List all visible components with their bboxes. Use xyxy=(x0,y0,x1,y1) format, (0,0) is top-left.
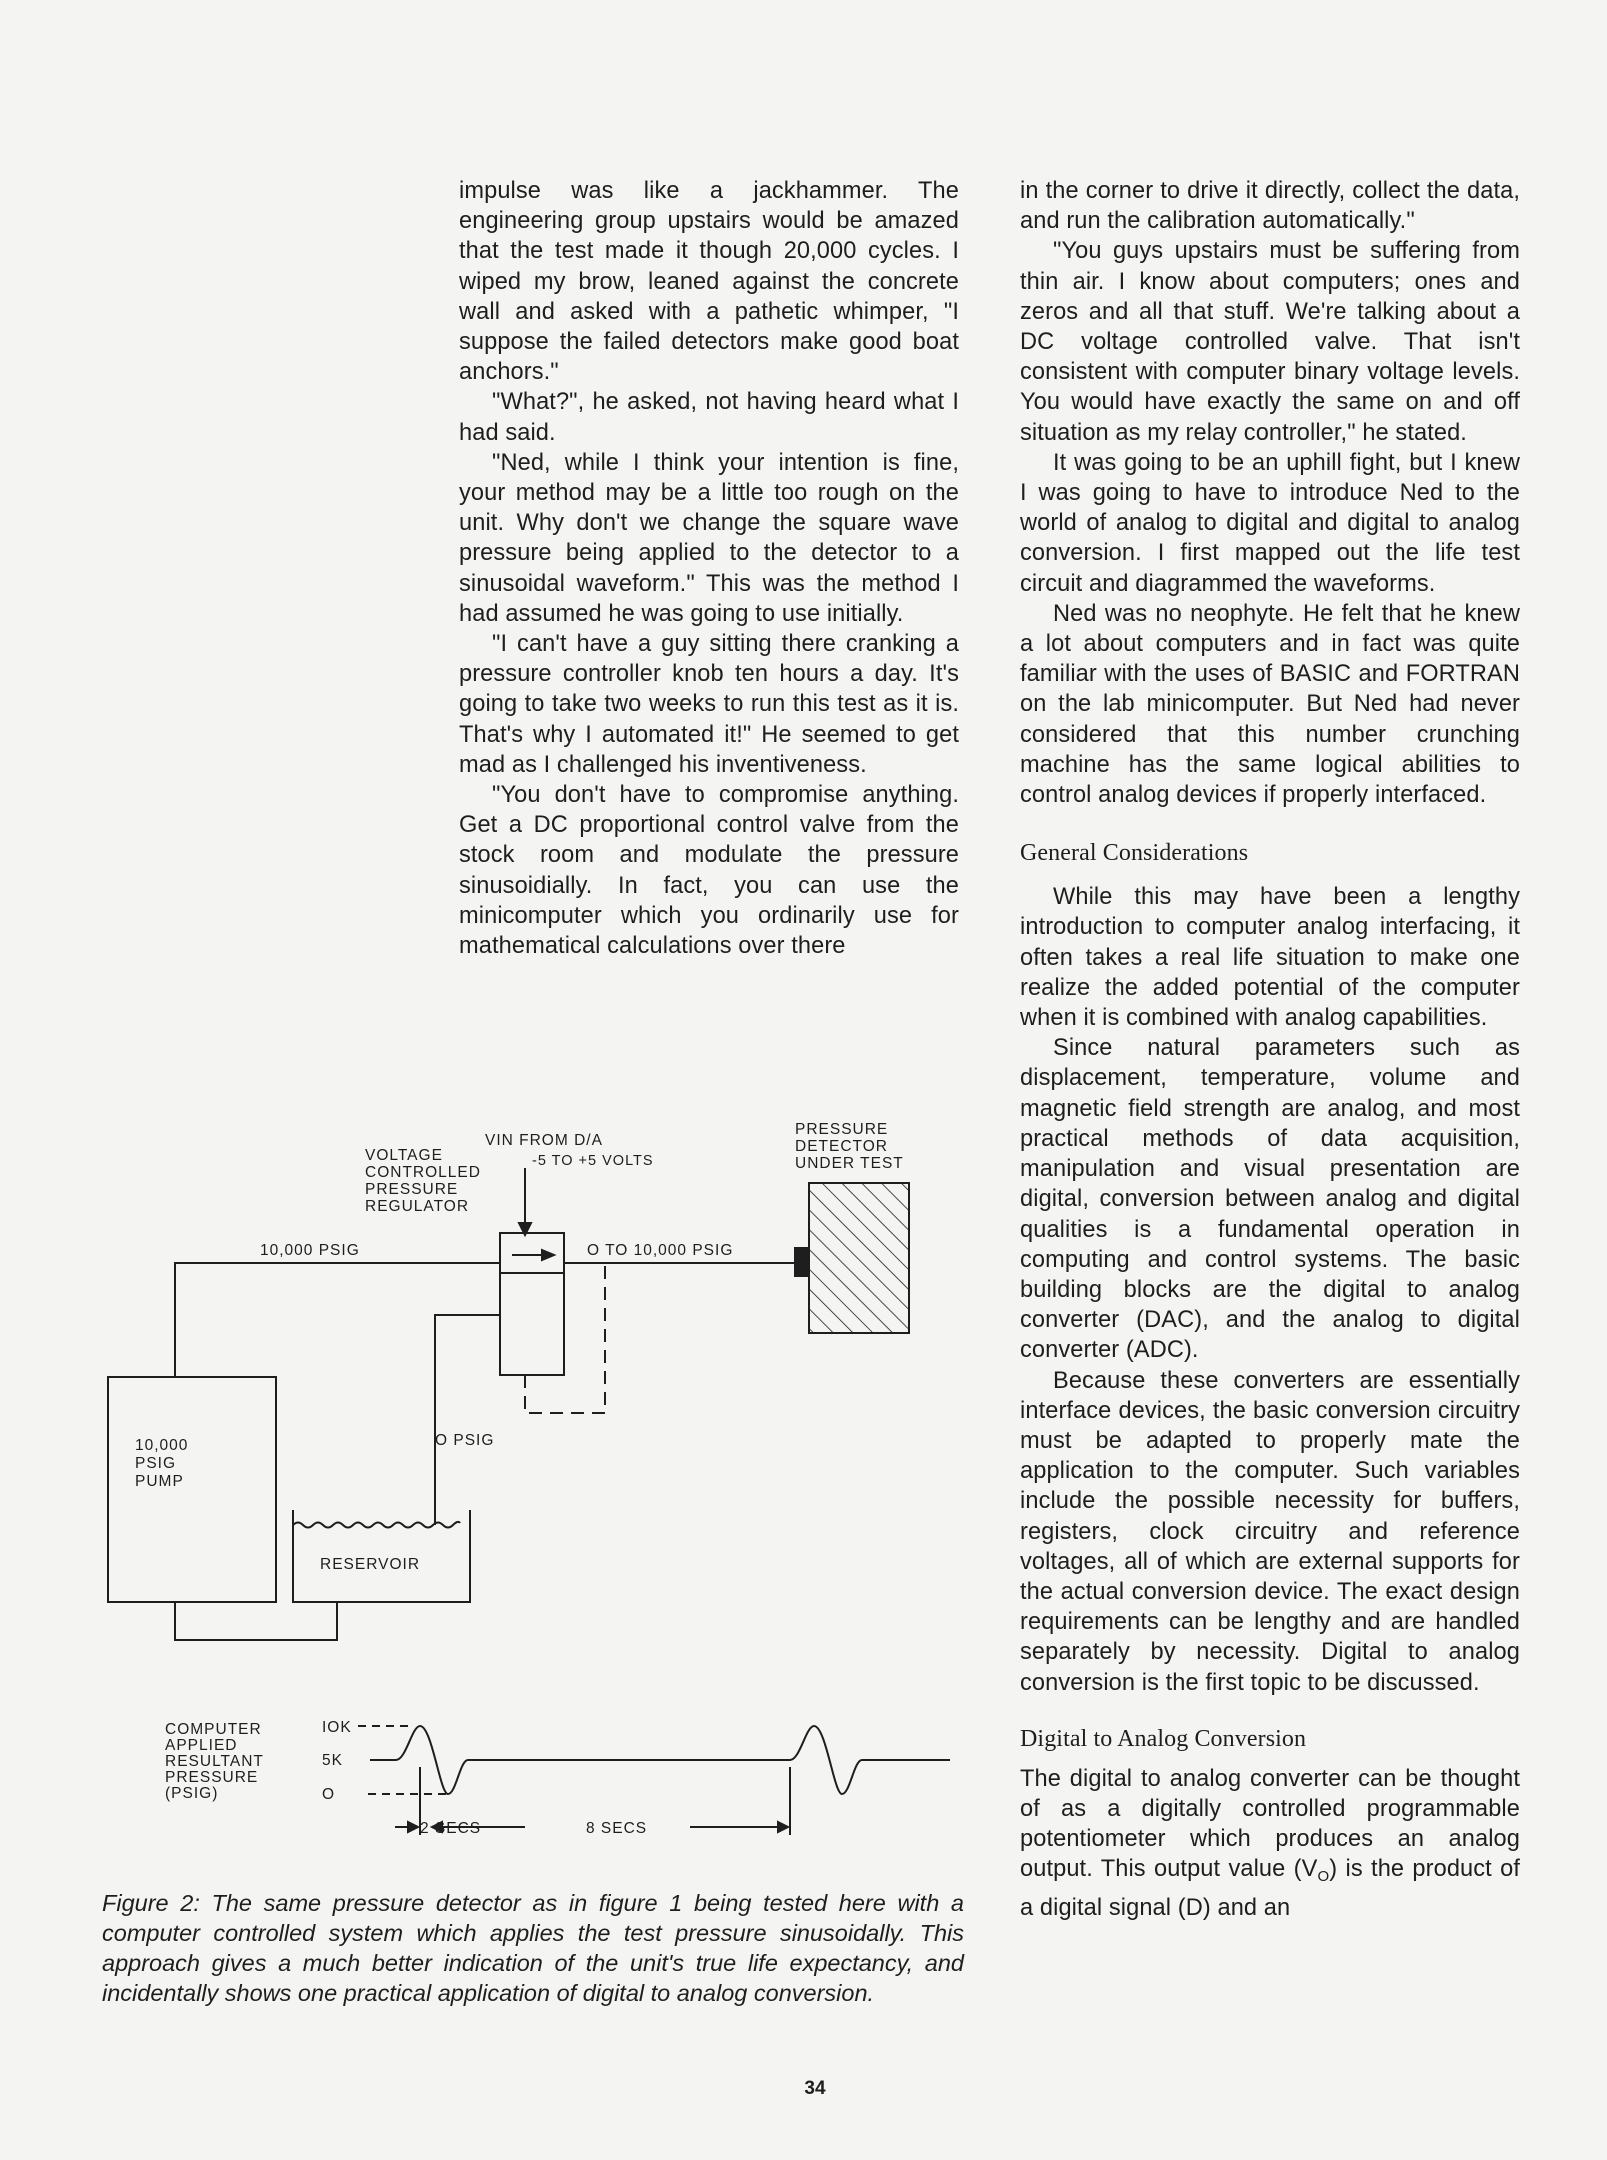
figure-caption: Figure 2: The same pressure detector as … xyxy=(102,1890,964,2006)
paragraph: "You guys upstairs must be suffering fro… xyxy=(1020,238,1520,446)
reservoir-liquid xyxy=(292,1520,461,1529)
regulator-label-line: CONTROLLED xyxy=(365,1164,481,1181)
detector-label: PRESSURE DETECTOR UNDER TEST xyxy=(795,1121,904,1172)
pump-label-line: PSIG xyxy=(135,1455,176,1472)
paragraph: The digital to analog converter can be t… xyxy=(1020,1764,1520,1923)
paragraph: Since natural parameters such as displac… xyxy=(1020,1035,1520,1364)
supply-pressure-label: 10,000 PSIG xyxy=(260,1242,360,1259)
pressure-waveform xyxy=(358,1724,950,1835)
y-tick-5k: 5K xyxy=(322,1752,343,1769)
time-label-8-secs: 8 SECS xyxy=(586,1820,647,1837)
vin-label: VIN FROM D/A xyxy=(485,1132,603,1149)
y-tick-0: O xyxy=(322,1786,335,1803)
detector-label-line: UNDER TEST xyxy=(795,1155,904,1172)
y-tick-10k: IOK xyxy=(322,1719,352,1736)
pump-label-line: 10,000 xyxy=(135,1437,188,1454)
text-column-middle: impulse was like a jackhammer. The engin… xyxy=(459,176,959,961)
return-pressure-label: O PSIG xyxy=(435,1432,494,1449)
pressure-test-diagram: VIN FROM D/A -5 TO +5 VOLTS VOLTAGE CONT… xyxy=(107,1121,950,1837)
text-column-right: in the corner to drive it directly, coll… xyxy=(1020,176,1520,1923)
detector-port xyxy=(794,1247,810,1277)
reservoir-label: RESERVOIR xyxy=(320,1556,420,1573)
paragraph: impulse was like a jackhammer. The engin… xyxy=(459,178,959,386)
paragraph-text: The digital to analog converter can be t… xyxy=(1020,1765,1520,1883)
time-label-2-secs: 2 SECS xyxy=(420,1820,481,1837)
page-number: 34 xyxy=(804,2078,826,2099)
return-pipe xyxy=(174,1602,338,1641)
detector-label-line: PRESSURE xyxy=(795,1121,888,1138)
paragraph: in the corner to drive it directly, coll… xyxy=(1020,178,1520,235)
paragraph: It was going to be an uphill fight, but … xyxy=(1020,449,1520,597)
waveform-label-line: RESULTANT xyxy=(165,1753,264,1770)
vin-arrowhead xyxy=(517,1222,533,1238)
regulator-label-line: VOLTAGE xyxy=(365,1147,443,1164)
waveform-label-line: PRESSURE xyxy=(165,1769,258,1786)
paragraph: "What?", he asked, not having heard what… xyxy=(459,389,959,446)
regulator-box xyxy=(499,1232,565,1376)
pump-label: 10,000 PSIG PUMP xyxy=(135,1437,194,1490)
paragraph: "You don't have to compromise anything. … xyxy=(459,782,959,960)
volts-label: -5 TO +5 VOLTS xyxy=(532,1153,654,1169)
waveform-label-line: COMPUTER xyxy=(165,1721,262,1738)
section-heading: Digital to Analog Conversion xyxy=(1020,1725,1307,1752)
paragraph: "I can't have a guy sitting there cranki… xyxy=(459,631,959,778)
paragraph: While this may have been a lengthy intro… xyxy=(1020,884,1520,1032)
paragraph: Because these converters are essentially… xyxy=(1020,1367,1520,1696)
subscript: O xyxy=(1317,1868,1330,1886)
supply-pipe xyxy=(174,1262,500,1377)
waveform-label-line: APPLIED xyxy=(165,1737,237,1754)
output-pressure-label: O TO 10,000 PSIG xyxy=(587,1242,733,1259)
paragraph: "Ned, while I think your intention is fi… xyxy=(459,449,959,627)
waveform-label-line: (PSIG) xyxy=(165,1785,218,1802)
regulator-label-line: REGULATOR xyxy=(365,1198,469,1215)
detector-label-line: DETECTOR xyxy=(795,1138,888,1155)
regulator-label: VOLTAGE CONTROLLED PRESSURE REGULATOR xyxy=(365,1147,486,1215)
regulator-return-pipe xyxy=(434,1314,500,1525)
pump-label-line: PUMP xyxy=(135,1473,184,1490)
reservoir-tank xyxy=(292,1510,471,1603)
regulator-label-line: PRESSURE xyxy=(365,1181,458,1198)
paragraph-text: ) is the product of a digital signal (D)… xyxy=(1020,1856,1520,1921)
waveform-label: COMPUTER APPLIED RESULTANT PRESSURE (PSI… xyxy=(165,1721,269,1802)
paragraph: Ned was no neophyte. He felt that he kne… xyxy=(1020,600,1520,809)
section-heading: General Considerations xyxy=(1020,840,1249,867)
feedback-line xyxy=(524,1263,606,1414)
pump-box xyxy=(107,1376,277,1603)
pressure-detector xyxy=(808,1182,910,1334)
